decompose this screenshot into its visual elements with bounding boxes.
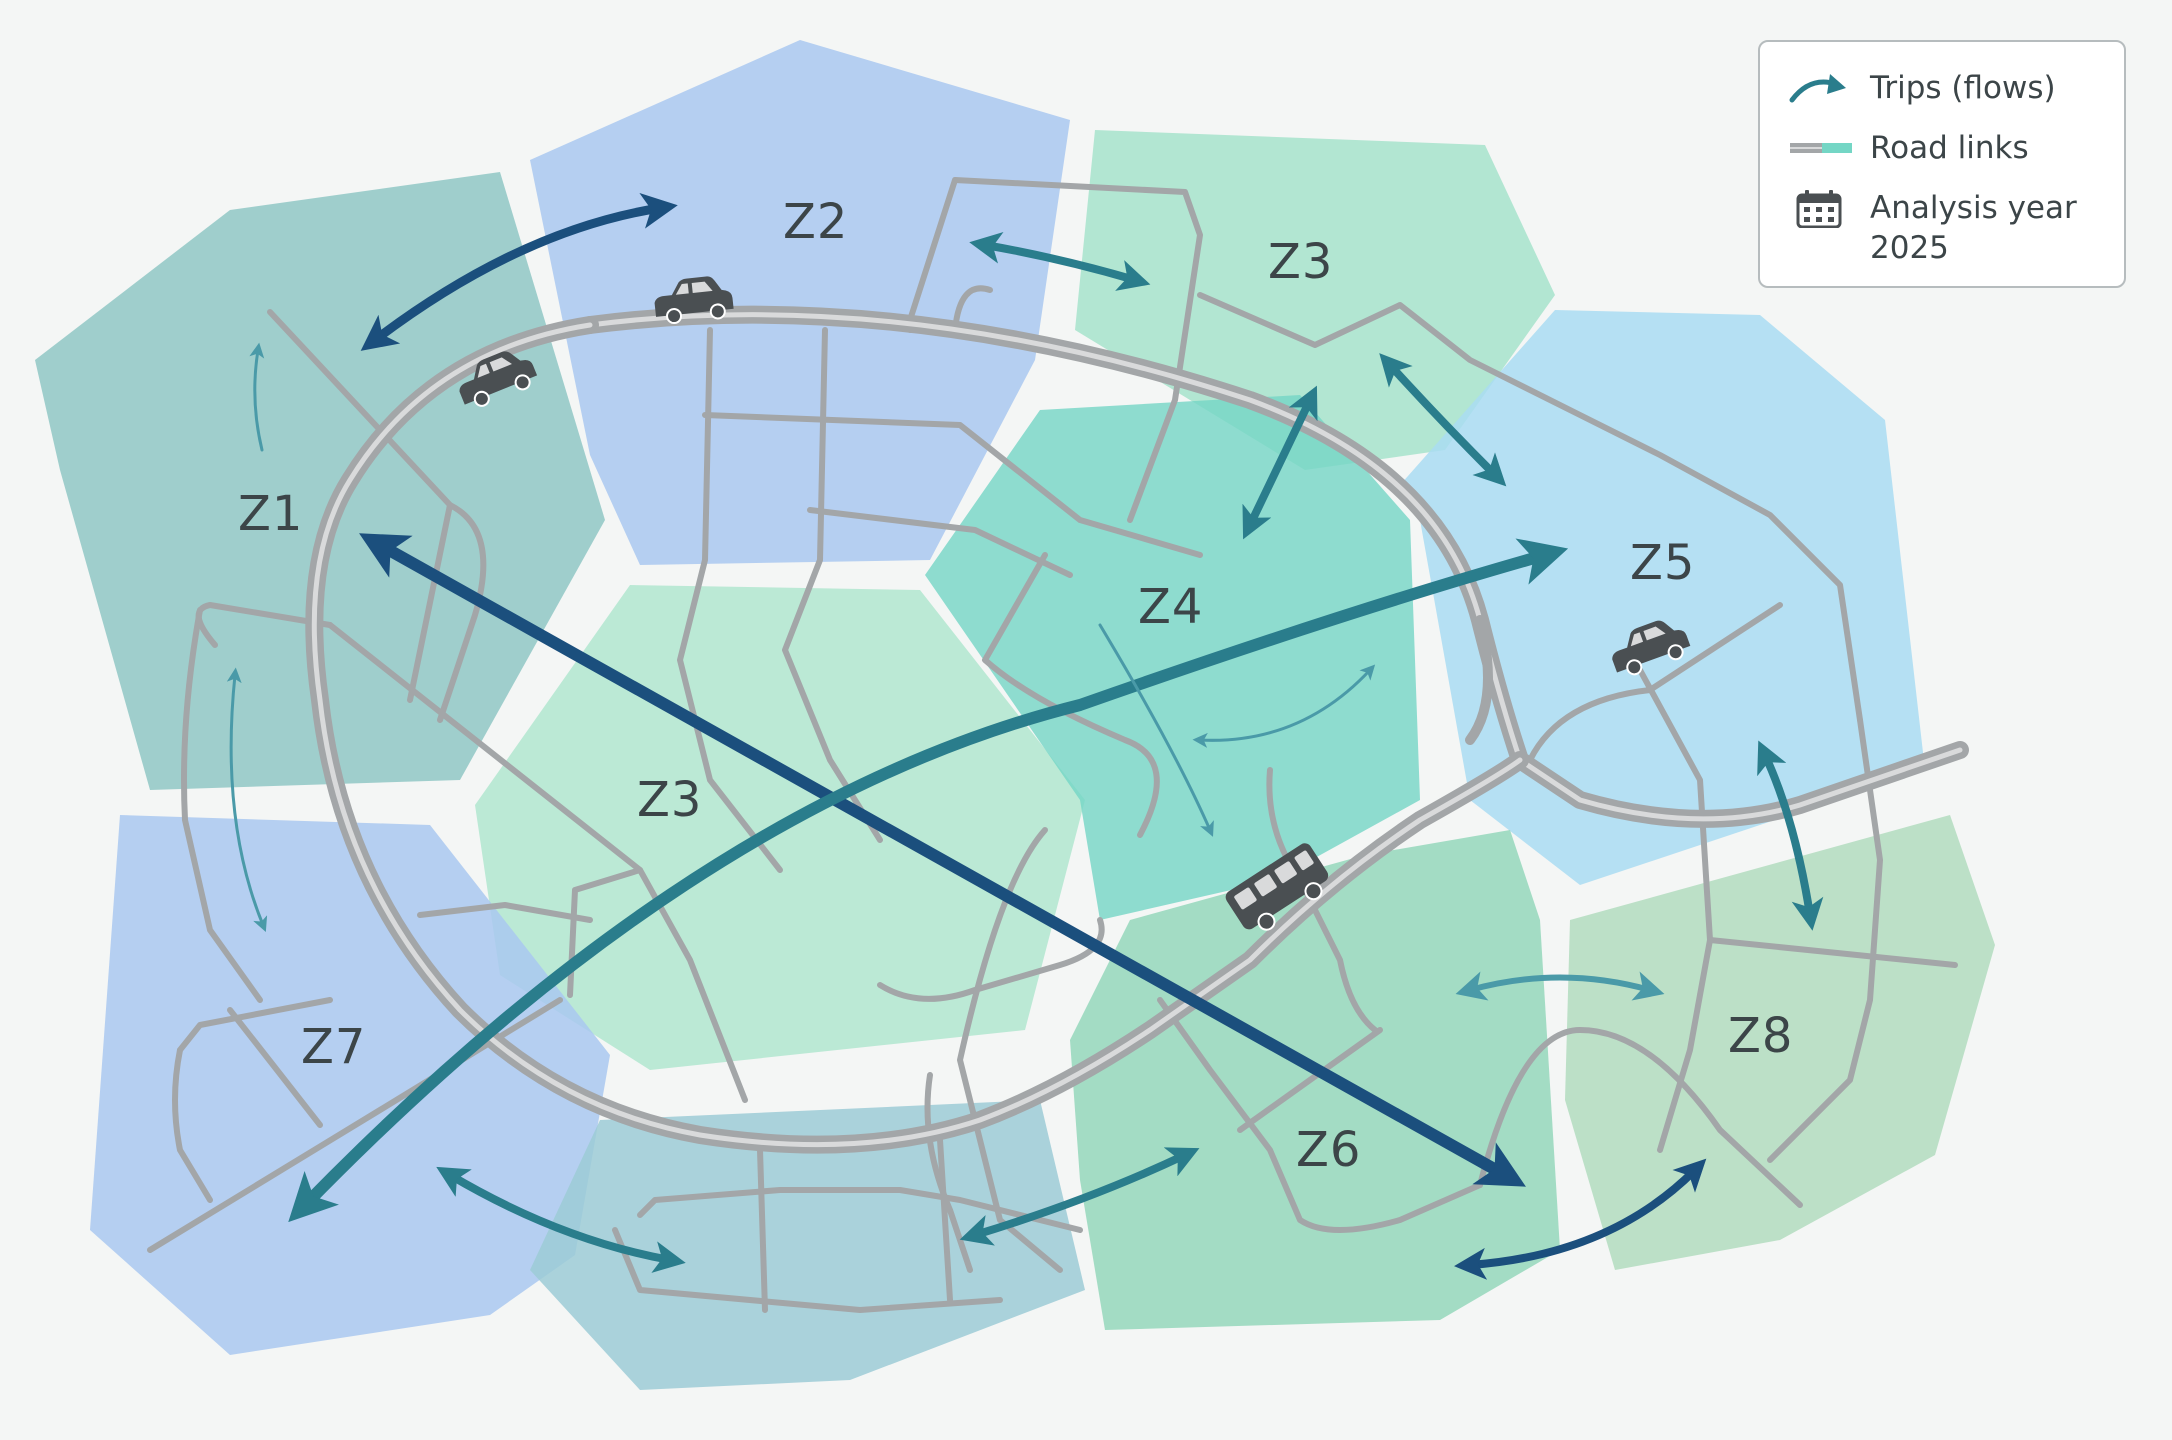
- legend-item-year: Analysis year 2025: [1784, 188, 2077, 268]
- trip-flows: [226, 193, 1824, 1280]
- vehicles: [459, 276, 1691, 931]
- legend-label-year: Analysis year 2025: [1870, 188, 2077, 268]
- flow-z5-z8: [1757, 740, 1824, 931]
- road-link-icon: [1790, 143, 1852, 153]
- zone-label-z2: Z2: [783, 194, 848, 250]
- road-link: [181, 607, 263, 1003]
- road-link: [1767, 717, 1883, 1163]
- legend-item-trips: Trips (flows): [1784, 68, 2056, 108]
- flow-z3-z5: [1379, 353, 1507, 487]
- zone-z8[interactable]: [1565, 815, 1995, 1270]
- bus-icon: [1225, 843, 1329, 931]
- zone-label-z4: Z4: [1138, 579, 1203, 635]
- zone-label-z3-north: Z3: [1268, 234, 1333, 290]
- trips-arrow-icon: [1789, 74, 1846, 103]
- road-link: [907, 177, 1203, 523]
- zone-z2[interactable]: [530, 40, 1070, 565]
- zone-label-z8: Z8: [1728, 1008, 1793, 1064]
- legend-year-value: 2025: [1870, 230, 1949, 266]
- flow-z6-z8-local: [1455, 971, 1665, 1001]
- zone-label-z3-central: Z3: [637, 772, 702, 828]
- flow-z4-internal-b: [1098, 623, 1214, 837]
- zone-label-z7: Z7: [301, 1019, 366, 1075]
- flow-z6-z8: [1454, 1158, 1707, 1280]
- road-link: [172, 1047, 213, 1203]
- flow-z4-internal-a: [1192, 664, 1376, 748]
- flow-z7-south: [436, 1166, 686, 1273]
- road-link: [177, 997, 333, 1053]
- flow-z1-z7: [226, 667, 268, 932]
- legend-year-title: Analysis year: [1870, 190, 2077, 226]
- flow-z1-z2: [360, 193, 678, 351]
- car-icon: [654, 276, 734, 325]
- road-link: [1197, 292, 1863, 723]
- car-icon: [459, 351, 538, 407]
- legend-label-roads: Road links: [1870, 130, 2029, 166]
- car-icon: [1612, 620, 1691, 676]
- flow-z1-internal: [249, 342, 265, 452]
- flow-z2-z3: [969, 231, 1151, 291]
- zone-label-z5: Z5: [1630, 535, 1695, 591]
- calendar-icon: [1796, 190, 1842, 228]
- legend-label-trips: Trips (flows): [1870, 70, 2056, 106]
- zone-labels: Z1 Z2 Z3 Z3 Z4 Z5 Z6 Z7 Z8: [238, 194, 1793, 1178]
- flow-z3-z4: [1242, 385, 1318, 540]
- flow-z7-z5: [288, 538, 1569, 1223]
- zone-label-z6: Z6: [1296, 1122, 1361, 1178]
- legend-item-roads: Road links: [1784, 128, 2029, 168]
- road-link: [1707, 937, 1958, 968]
- flow-south-z6: [959, 1147, 1200, 1246]
- map-legend: Trips (flows) Road links: [1758, 40, 2126, 288]
- zone-label-z1: Z1: [238, 486, 303, 542]
